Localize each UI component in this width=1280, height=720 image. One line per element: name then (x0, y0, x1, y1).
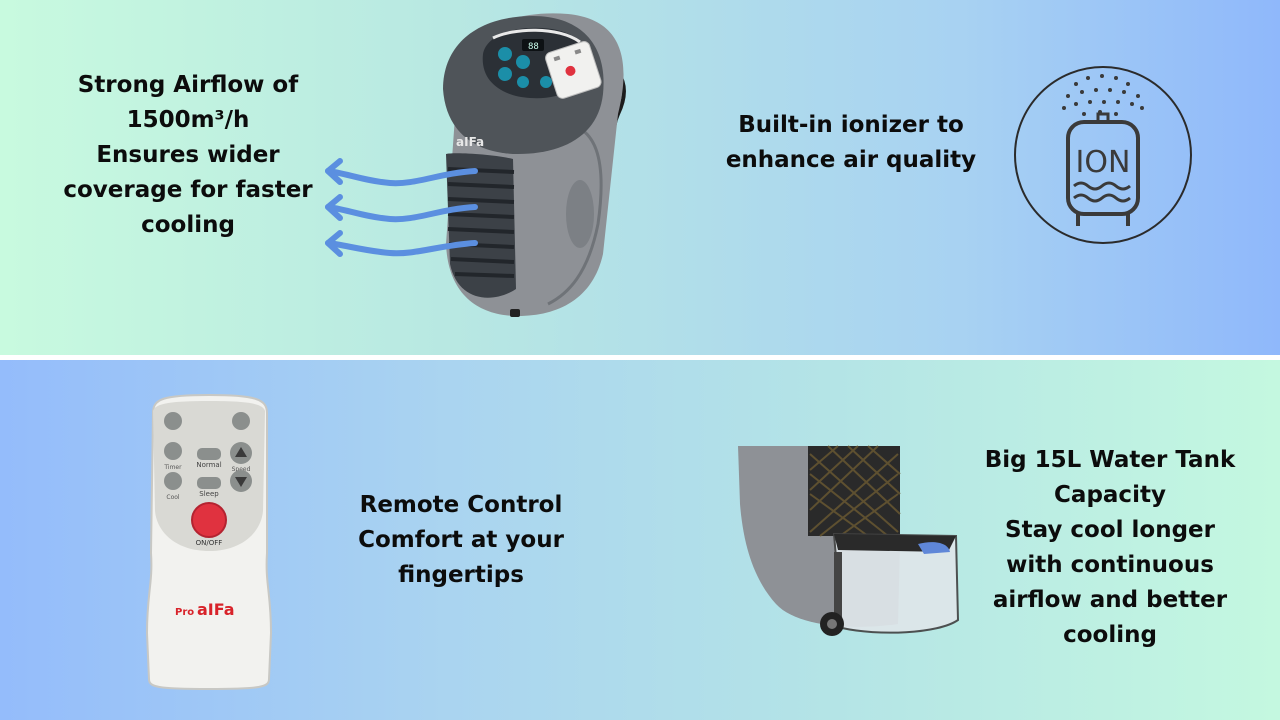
remote-line-3: fingertips (398, 562, 524, 588)
remote-brand: aIFa (197, 600, 235, 619)
tank-line-1: Big 15L Water Tank (984, 447, 1236, 473)
ionizer-caption: Built-in ionizer to enhance air quality (718, 108, 984, 178)
remote-speed-label: Speed (232, 466, 251, 473)
airflow-line-3: Ensures wider (96, 142, 280, 168)
ion-label: ION (1076, 145, 1131, 180)
remote-line-1: Remote Control (359, 492, 563, 518)
airflow-arrows (325, 158, 478, 257)
airflow-arrow-1 (325, 168, 478, 187)
tank-caption: Big 15L Water Tank Capacity Stay cool lo… (978, 443, 1242, 653)
ionizer-line-1: Built-in ionizer to (738, 112, 964, 138)
ionizer-icon: ION (1014, 66, 1192, 244)
water-tank-image (738, 445, 960, 636)
remote-sleep-label: Sleep (199, 490, 219, 498)
remote-cool-label: Cool (166, 494, 180, 501)
tank-line-4: with continuous (1006, 552, 1214, 578)
remote-control-image: Normal Sleep Timer Cool Speed ON/OFF Pro… (145, 393, 273, 691)
remote-brand-pre: Pro (175, 607, 194, 618)
airflow-caption: Strong Airflow of 1500m³/h Ensures wider… (58, 68, 318, 243)
airflow-line-4: coverage for faster (63, 177, 313, 203)
remote-normal-label: Normal (196, 461, 221, 469)
ionizer-line-2: enhance air quality (725, 147, 977, 173)
tank-line-2: Capacity (1054, 482, 1166, 508)
tank-line-3: Stay cool longer (1005, 517, 1215, 543)
remote-line-2: Comfort at your (358, 527, 564, 553)
airflow-arrow-3 (325, 240, 478, 257)
remote-timer-label: Timer (163, 464, 182, 471)
remote-caption: Remote Control Comfort at your fingertip… (330, 488, 592, 593)
cooler-brand: aIFa (456, 135, 484, 149)
tank-line-6: cooling (1063, 622, 1157, 648)
airflow-line-1: Strong Airflow of (77, 72, 299, 98)
cooler-display: 88 (528, 42, 539, 52)
tank-line-5: airflow and better (992, 587, 1228, 613)
air-cooler-image: 88 aIFa (443, 13, 626, 317)
airflow-arrow-2 (325, 204, 478, 223)
airflow-line-5: cooling (141, 212, 235, 238)
remote-onoff-label: ON/OFF (196, 539, 223, 547)
airflow-line-2: 1500m³/h (126, 107, 250, 133)
